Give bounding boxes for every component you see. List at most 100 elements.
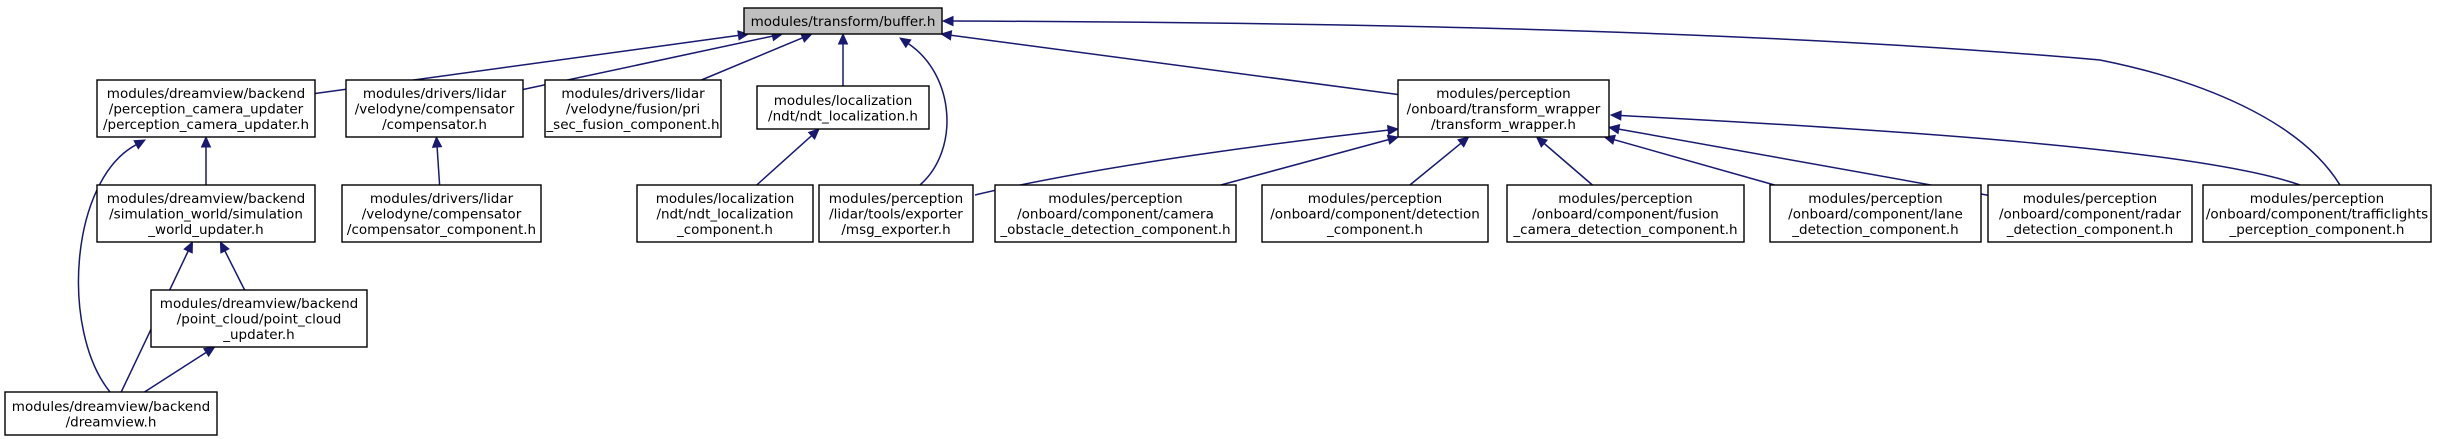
edges-layer xyxy=(77,15,2341,393)
node-transform-wrapper[interactable]: modules/perception/onboard/transform_wra… xyxy=(1397,79,1610,138)
node-label-line: /msg_exporter.h xyxy=(841,222,950,238)
node-label-line: /dreamview.h xyxy=(66,414,157,430)
node-label-line: /perception_camera_updater.h xyxy=(103,117,309,133)
arrowhead xyxy=(431,135,443,148)
node-label-line: /compensator.h xyxy=(382,117,487,133)
node-label-line: _component.h xyxy=(1326,222,1423,238)
node-lane-detection[interactable]: modules/perception/onboard/component/lan… xyxy=(1769,184,1982,243)
node-label-line: /simulation_world/simulation xyxy=(109,207,303,223)
edge-line xyxy=(144,351,207,393)
node-label-line: modules/localization xyxy=(774,93,913,109)
edge-compensator_component-to-compensator xyxy=(431,135,443,186)
node-perception-camera-updater[interactable]: modules/dreamview/backend/perception_cam… xyxy=(96,79,316,138)
node-label-line: /onboard/component/fusion xyxy=(1532,207,1719,223)
edge-transform_wrapper-to-buffer xyxy=(939,30,1399,96)
node-label-line: modules/perception xyxy=(1808,191,1942,207)
edge-line xyxy=(1618,128,1989,196)
arrowhead xyxy=(1386,124,1400,136)
edge-line xyxy=(907,42,948,186)
node-pri-sec-fusion[interactable]: modules/drivers/lidar/velodyne/fusion/pr… xyxy=(544,79,722,138)
node-detection-component[interactable]: modules/perception/onboard/component/det… xyxy=(1261,184,1489,243)
arrowhead xyxy=(800,33,813,43)
node-label-line: _component.h xyxy=(676,222,773,238)
node-box xyxy=(636,184,814,243)
node-label-line: modules/perception xyxy=(2023,191,2157,207)
edge-dreamview-to-perception_camera_updater xyxy=(77,139,147,393)
edge-pri_sec_fusion-to-buffer xyxy=(701,33,813,81)
node-camera-obstacle[interactable]: modules/perception/onboard/component/cam… xyxy=(994,184,1237,243)
node-label-line: modules/perception xyxy=(2250,191,2384,207)
node-label-line: _updater.h xyxy=(222,327,294,343)
arrowhead xyxy=(1457,136,1470,148)
node-box xyxy=(4,391,218,436)
node-point-cloud-updater[interactable]: modules/dreamview/backend/point_cloud/po… xyxy=(150,289,368,348)
node-box xyxy=(2202,184,2432,243)
node-box xyxy=(1261,184,1489,243)
node-box xyxy=(345,79,524,138)
node-label-line: /compensator_component.h xyxy=(347,222,536,238)
edge-detection_component-to-transform_wrapper xyxy=(1409,136,1470,186)
node-label-line: modules/perception xyxy=(1436,86,1570,102)
node-label-line: /point_cloud/point_cloud xyxy=(177,312,342,328)
node-label-line: /velodyne/compensator xyxy=(355,102,515,118)
edge-msg_exporter-to-buffer xyxy=(898,37,948,186)
node-label-line: /ndt/ndt_localization.h xyxy=(768,108,918,124)
node-label-line: /onboard/component/radar xyxy=(1999,207,2181,223)
arrowhead xyxy=(807,128,820,140)
node-ndt-localization[interactable]: modules/localization/ndt/ndt_localizatio… xyxy=(756,85,930,130)
node-fusion-camera[interactable]: modules/perception/onboard/component/fus… xyxy=(1506,184,1745,243)
node-box xyxy=(1769,184,1982,243)
node-label-line: modules/dreamview/backend xyxy=(12,399,210,415)
edge-fusion_camera-to-transform_wrapper xyxy=(1535,136,1593,186)
node-ndt-localization-component[interactable]: modules/localization/ndt/ndt_localizatio… xyxy=(636,184,814,243)
edge-line xyxy=(1409,142,1462,186)
edge-radar_detection-to-transform_wrapper xyxy=(1607,124,1989,196)
node-box xyxy=(1987,184,2193,243)
node-box xyxy=(341,184,542,243)
node-label-line: _world_updater.h xyxy=(147,222,263,238)
arrowhead xyxy=(737,30,750,41)
node-label-line: /perception_camera_updater xyxy=(109,102,304,118)
arrowhead xyxy=(898,37,912,49)
node-compensator-component[interactable]: modules/drivers/lidar/velodyne/compensat… xyxy=(341,184,542,243)
arrowhead xyxy=(202,346,216,358)
node-label-line: _detection_component.h xyxy=(1791,222,1958,238)
node-label-line: /onboard/component/lane xyxy=(1788,207,1963,223)
edge-line xyxy=(701,37,803,81)
node-label-line: /velodyne/fusion/pri xyxy=(566,102,700,118)
node-trafficlights[interactable]: modules/perception/onboard/component/tra… xyxy=(2202,184,2432,243)
node-box xyxy=(994,184,1237,243)
arrowhead xyxy=(1386,134,1400,145)
node-label-line: modules/drivers/lidar xyxy=(561,86,705,102)
node-box xyxy=(150,289,368,348)
node-dreamview[interactable]: modules/dreamview/backend/dreamview.h xyxy=(4,391,218,436)
node-msg-exporter[interactable]: modules/perception/lidar/tools/exporter/… xyxy=(818,184,974,243)
node-compensator[interactable]: modules/drivers/lidar/velodyne/compensat… xyxy=(345,79,524,138)
node-label-line: /lidar/tools/exporter xyxy=(829,207,963,223)
nodes-layer: modules/transform/buffer.hmodules/dreamv… xyxy=(4,7,2432,436)
edge-ndt_localization-to-buffer xyxy=(837,32,849,86)
node-box xyxy=(1506,184,1745,243)
node-radar-detection[interactable]: modules/perception/onboard/component/rad… xyxy=(1987,184,2193,243)
node-label-line: /onboard/transform_wrapper xyxy=(1407,102,1601,118)
node-box xyxy=(743,7,943,35)
node-label-line: _camera_detection_component.h xyxy=(1512,222,1737,238)
node-label-line: _detection_component.h xyxy=(2006,222,2173,238)
node-simulation-world-updater[interactable]: modules/dreamview/backend/simulation_wor… xyxy=(96,184,316,243)
arrowhead xyxy=(200,135,212,148)
node-box xyxy=(1397,79,1610,138)
arrowhead xyxy=(183,240,193,254)
node-box xyxy=(96,184,316,243)
node-label-line: modules/dreamview/backend xyxy=(160,296,358,312)
node-label-line: modules/drivers/lidar xyxy=(363,86,507,102)
node-box xyxy=(756,85,930,130)
edge-line xyxy=(1620,114,2301,186)
node-label-line: modules/perception xyxy=(1048,191,1182,207)
edge-line xyxy=(756,135,813,186)
node-label-line: modules/perception xyxy=(1308,191,1442,207)
node-label-line: /onboard/component/detection xyxy=(1270,207,1480,223)
edge-trafficlights-to-transform_wrapper xyxy=(1609,110,2301,186)
edge-msg_exporter-to-transform_wrapper xyxy=(974,124,1400,196)
node-label-line: modules/perception xyxy=(1558,191,1692,207)
